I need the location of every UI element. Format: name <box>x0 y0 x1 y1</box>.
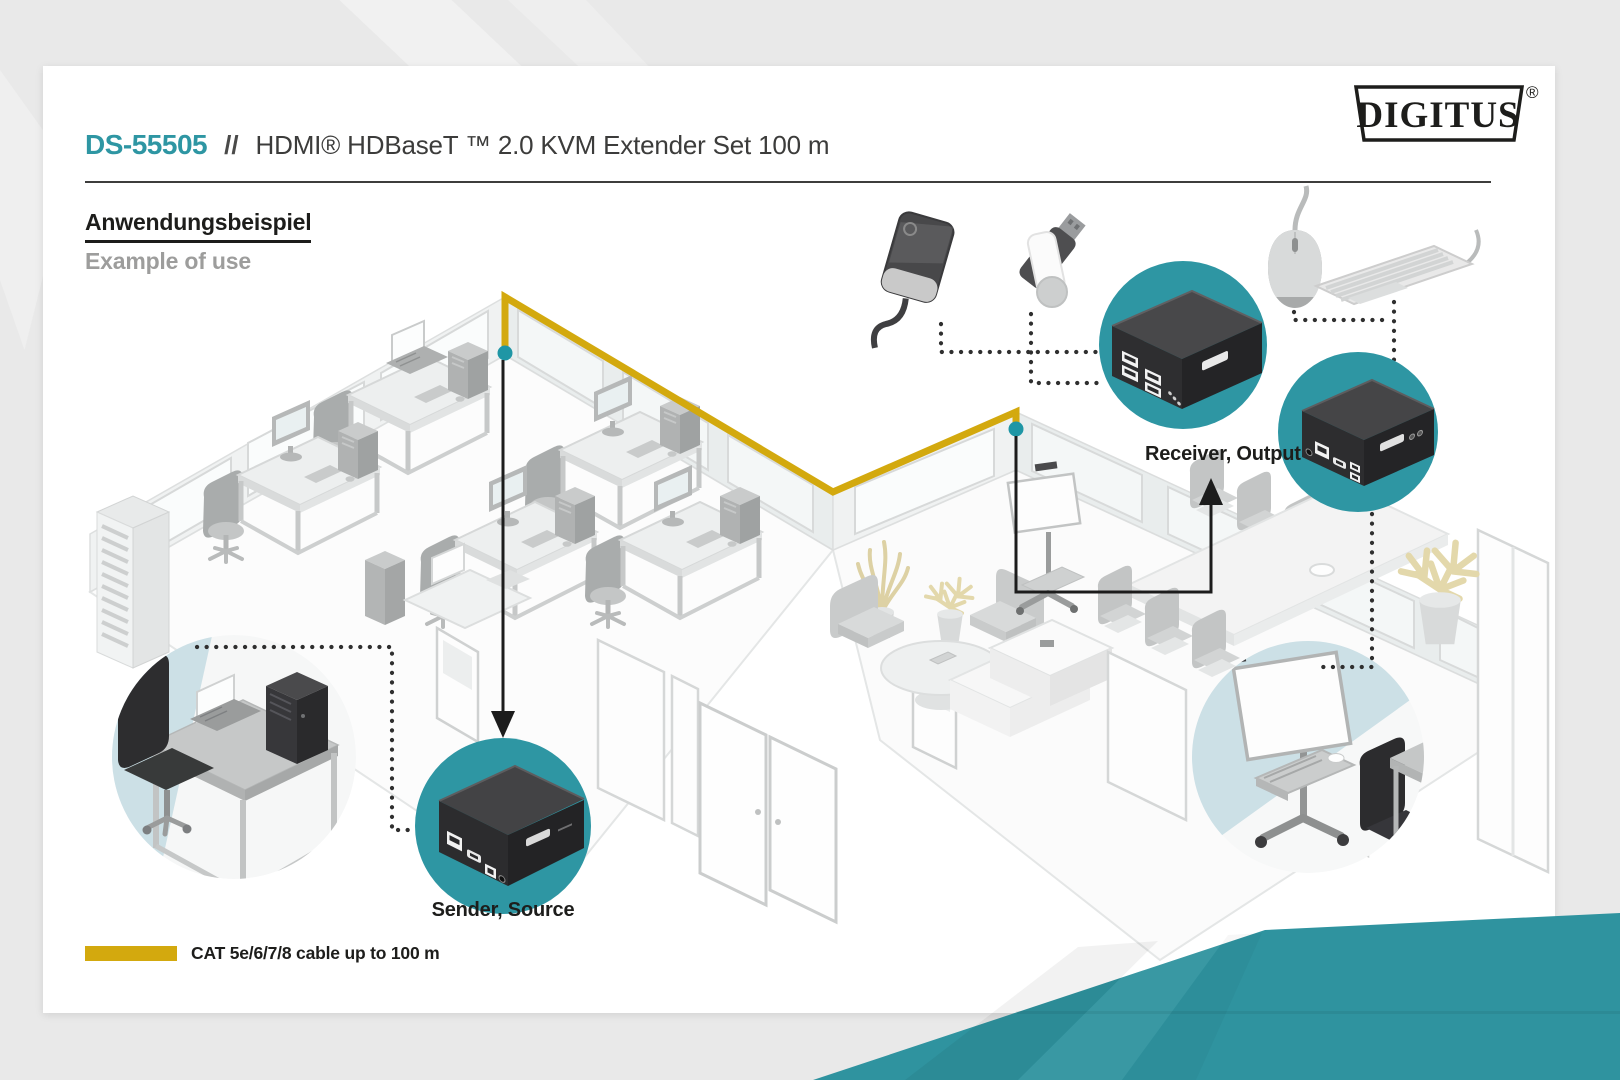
cable-node-dot <box>1008 421 1024 437</box>
brand-logo-text: DIGITUS <box>1356 95 1519 136</box>
dotted-connectors <box>194 299 1397 833</box>
cable-color-swatch <box>85 946 177 961</box>
registered-mark: ® <box>1526 83 1539 102</box>
double-door <box>596 638 838 925</box>
server-rack <box>95 495 171 669</box>
section-title-en: Example of use <box>85 248 251 274</box>
workstation-callout <box>112 635 356 879</box>
receiver-device-ports <box>1278 352 1438 512</box>
cat-cable <box>497 290 1024 496</box>
reception-desk <box>365 542 533 630</box>
office-floorplan <box>88 295 1550 962</box>
title-separator: // <box>224 130 239 160</box>
cable-node-dot <box>497 345 513 361</box>
brand-logo: DIGITUS ® <box>1350 78 1550 153</box>
arrows <box>491 360 1223 738</box>
external-hdd-icon <box>870 211 955 349</box>
sender-device <box>415 738 591 914</box>
cable-legend: CAT 5e/6/7/8 cable up to 100 m <box>85 943 440 964</box>
presentation-cart <box>1006 461 1086 615</box>
conference-room <box>987 449 1451 706</box>
keyboard-icon <box>1313 229 1481 306</box>
page-title: DS-55505 // HDMI® HDBaseT ™ 2.0 KVM Exte… <box>85 129 830 161</box>
product-title: HDMI® HDBaseT ™ 2.0 KVM Extender Set 100… <box>255 130 830 160</box>
sender-label: Sender, Source <box>431 899 575 921</box>
mouse-icon <box>1268 185 1322 308</box>
title-rule <box>85 181 1491 183</box>
sideboard <box>987 618 1115 706</box>
section-title-de: Anwendungsbeispiel <box>85 209 312 243</box>
receiver-label: Receiver, Output <box>1145 443 1301 465</box>
window-panel <box>1106 650 1188 822</box>
presentation-display-callout <box>1192 641 1424 873</box>
cable-legend-label: CAT 5e/6/7/8 cable up to 100 m <box>191 943 440 963</box>
usb-stick-icon <box>1019 213 1086 308</box>
receiver-device-front <box>1099 261 1267 429</box>
product-code: DS-55505 <box>85 129 208 160</box>
arrow-down-icon <box>491 711 515 738</box>
arrow-up-icon <box>1199 478 1223 505</box>
